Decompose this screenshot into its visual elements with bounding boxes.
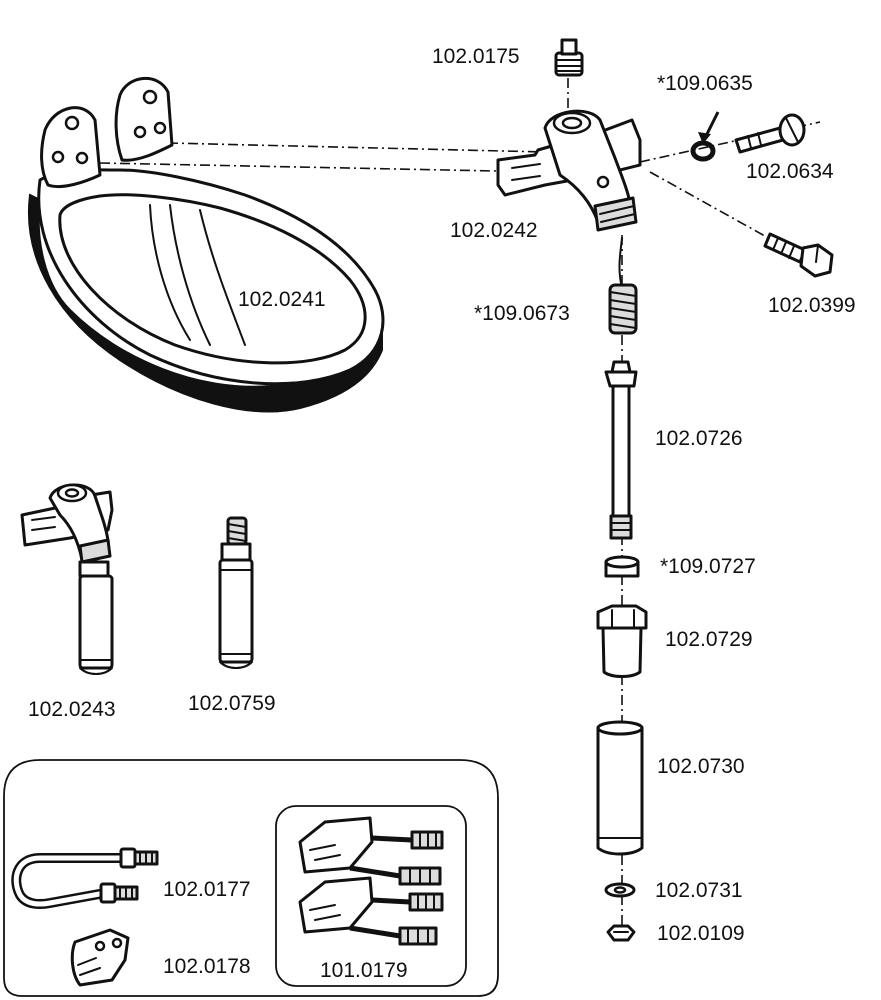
- label-102-0759: 102.0759: [188, 692, 276, 715]
- label-109-0673: *109.0673: [474, 302, 570, 325]
- valve-insert: [218, 516, 254, 669]
- label-102-0178: 102.0178: [163, 955, 251, 978]
- label-102-0242: 102.0242: [450, 219, 538, 242]
- part-labels: 102.0175 *109.0635 102.0634 102.0242 102…: [28, 45, 856, 982]
- pivot-pin: [734, 113, 806, 154]
- label-109-0727: *109.0727: [660, 555, 756, 578]
- label-102-0729: 102.0729: [665, 628, 753, 651]
- brackets-panel: [3, 759, 499, 997]
- label-102-0175: 102.0175: [432, 45, 520, 68]
- valve-body: [496, 109, 642, 232]
- label-109-0635: *109.0635: [657, 72, 753, 95]
- drinking-bowl: [28, 76, 385, 413]
- u-bolt: [11, 847, 159, 909]
- hex-bolt: [763, 232, 834, 278]
- o-ring: [690, 111, 720, 162]
- label-102-0177: 102.0177: [163, 878, 251, 901]
- label-102-0634: 102.0634: [746, 160, 834, 183]
- label-102-0241: 102.0241: [238, 288, 326, 311]
- seal-ring: [604, 555, 640, 578]
- label-102-0243: 102.0243: [28, 698, 116, 721]
- bracket-set: [298, 816, 444, 946]
- valve-spring: [608, 237, 638, 335]
- complete-valve-assembly: [20, 483, 114, 675]
- protection-tube: [596, 720, 644, 856]
- label-102-0399: 102.0399: [768, 294, 856, 317]
- screw-plug: [554, 38, 584, 77]
- label-102-0730: 102.0730: [657, 755, 745, 778]
- washer: [604, 882, 636, 898]
- valve-pin: [604, 360, 638, 540]
- label-102-0109: 102.0109: [657, 922, 745, 945]
- label-102-0731: 102.0731: [655, 879, 743, 902]
- clamp-piece: [70, 928, 130, 987]
- label-102-0726: 102.0726: [655, 427, 743, 450]
- lock-nut: [606, 924, 636, 942]
- bracket-set-subpanel: [275, 805, 467, 987]
- label-101-0179: 101.0179: [320, 959, 408, 982]
- hex-nut-sleeve: [596, 604, 648, 678]
